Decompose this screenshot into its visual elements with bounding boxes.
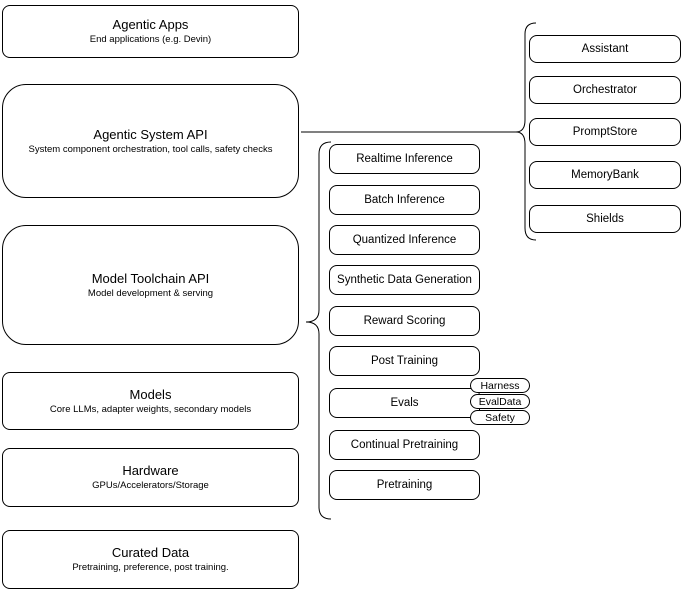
toolchain-item-realtime-inference: Realtime Inference <box>329 144 480 174</box>
component-memorybank: MemoryBank <box>529 161 681 189</box>
component-shields: Shields <box>529 205 681 233</box>
layer-agentic-system-api: Agentic System API System component orch… <box>2 84 299 198</box>
layer-title: Models <box>129 386 172 402</box>
layer-title: Hardware <box>122 463 179 478</box>
layer-title: Curated Data <box>111 545 190 560</box>
component-orchestrator: Orchestrator <box>529 76 681 104</box>
component-promptstore: PromptStore <box>529 118 681 146</box>
toolchain-item-quantized-inference: Quantized Inference <box>329 225 480 255</box>
layer-subtitle: Model development & serving <box>87 287 214 299</box>
toolchain-item-continual-pretraining: Continual Pretraining <box>329 430 480 460</box>
toolchain-item-reward-scoring: Reward Scoring <box>329 306 480 336</box>
component-assistant: Assistant <box>529 35 681 63</box>
layer-title: Model Toolchain API <box>91 270 210 286</box>
toolchain-item-synthetic-data-generation: Synthetic Data Generation <box>329 265 480 295</box>
layer-curated-data: Curated Data Pretraining, preference, po… <box>2 530 299 589</box>
layer-title: Agentic Apps <box>112 17 189 32</box>
layer-model-toolchain-api: Model Toolchain API Model development & … <box>2 225 299 345</box>
layer-hardware: Hardware GPUs/Accelerators/Storage <box>2 448 299 507</box>
toolchain-brace <box>305 141 332 520</box>
layer-subtitle: Core LLMs, adapter weights, secondary mo… <box>49 403 252 415</box>
eval-tag-safety: Safety <box>470 410 530 425</box>
layer-agentic-apps: Agentic Apps End applications (e.g. Devi… <box>2 5 299 58</box>
toolchain-item-post-training: Post Training <box>329 346 480 376</box>
toolchain-item-batch-inference: Batch Inference <box>329 185 480 215</box>
eval-tag-harness: Harness <box>470 378 530 393</box>
layer-title: Agentic System API <box>93 126 208 142</box>
layer-subtitle: GPUs/Accelerators/Storage <box>92 480 209 491</box>
toolchain-item-pretraining: Pretraining <box>329 470 480 500</box>
toolchain-item-evals: Evals <box>329 388 480 418</box>
layer-subtitle: Pretraining, preference, post training. <box>72 562 229 573</box>
layer-subtitle: System component orchestration, tool cal… <box>28 143 273 155</box>
layer-models: Models Core LLMs, adapter weights, secon… <box>2 372 299 430</box>
layer-subtitle: End applications (e.g. Devin) <box>89 34 212 45</box>
eval-tag-evaldata: EvalData <box>470 394 530 409</box>
